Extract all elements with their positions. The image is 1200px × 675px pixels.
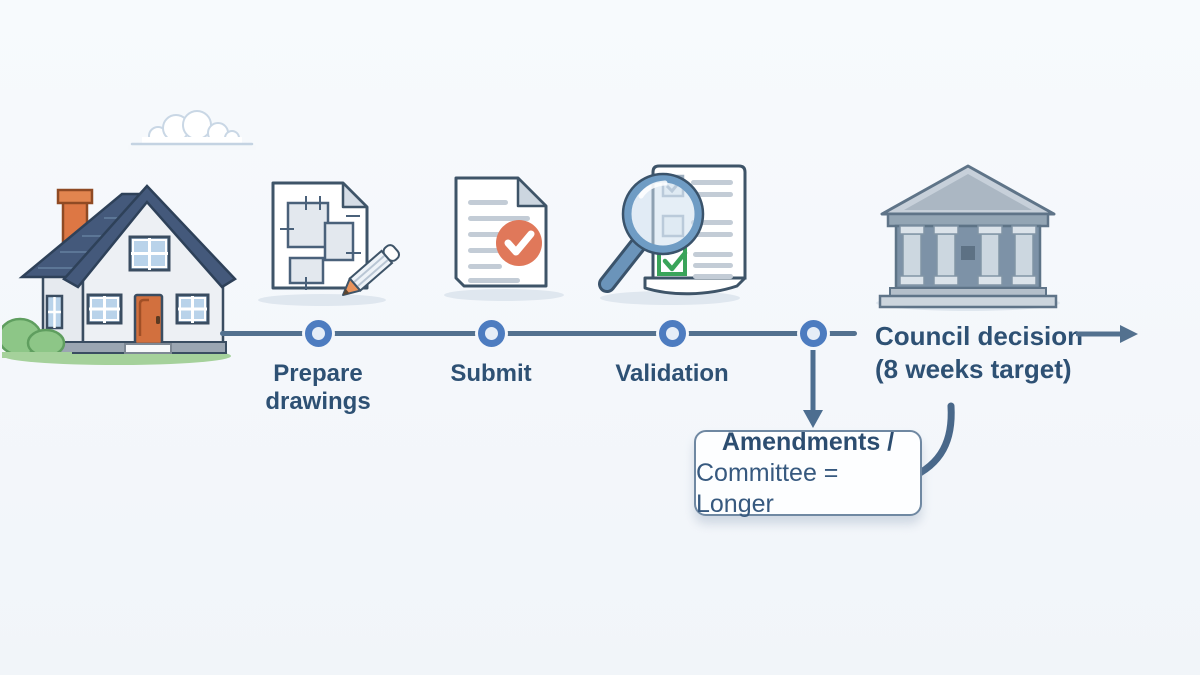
- arrow-right-icon: [1076, 325, 1138, 343]
- blueprint-pencil-icon: [258, 181, 401, 306]
- timeline-node-prepare: [305, 320, 332, 347]
- arrow-down-icon: [803, 350, 823, 428]
- note-line1: Amendments /: [721, 427, 895, 456]
- council-decision-line2: (8 weeks target): [875, 354, 1072, 384]
- amendments-note-box: Amendments / Committee = Longer: [694, 427, 922, 518]
- timeline-node-decision: [800, 320, 827, 347]
- timeline-node-submit: [478, 320, 505, 347]
- timeline-node-validation: [659, 320, 686, 347]
- step-label-validation: Validation: [615, 360, 729, 387]
- magnifier-checklist-icon: [598, 164, 747, 305]
- document-approved-icon: [444, 176, 564, 301]
- step-label-prepare-drawings: Prepare drawings: [265, 360, 371, 415]
- council-decision-line1: Council decision: [875, 321, 1084, 351]
- house-icon: [2, 184, 237, 365]
- timeline-line: [220, 331, 857, 336]
- step-label-submit: Submit: [450, 360, 532, 387]
- council-building-icon: [876, 164, 1060, 311]
- note-line2: Committee = Longer: [696, 458, 839, 518]
- step-label-council-decision: Council decision (8 weeks target): [875, 320, 1083, 386]
- cloud-icon: [128, 110, 256, 150]
